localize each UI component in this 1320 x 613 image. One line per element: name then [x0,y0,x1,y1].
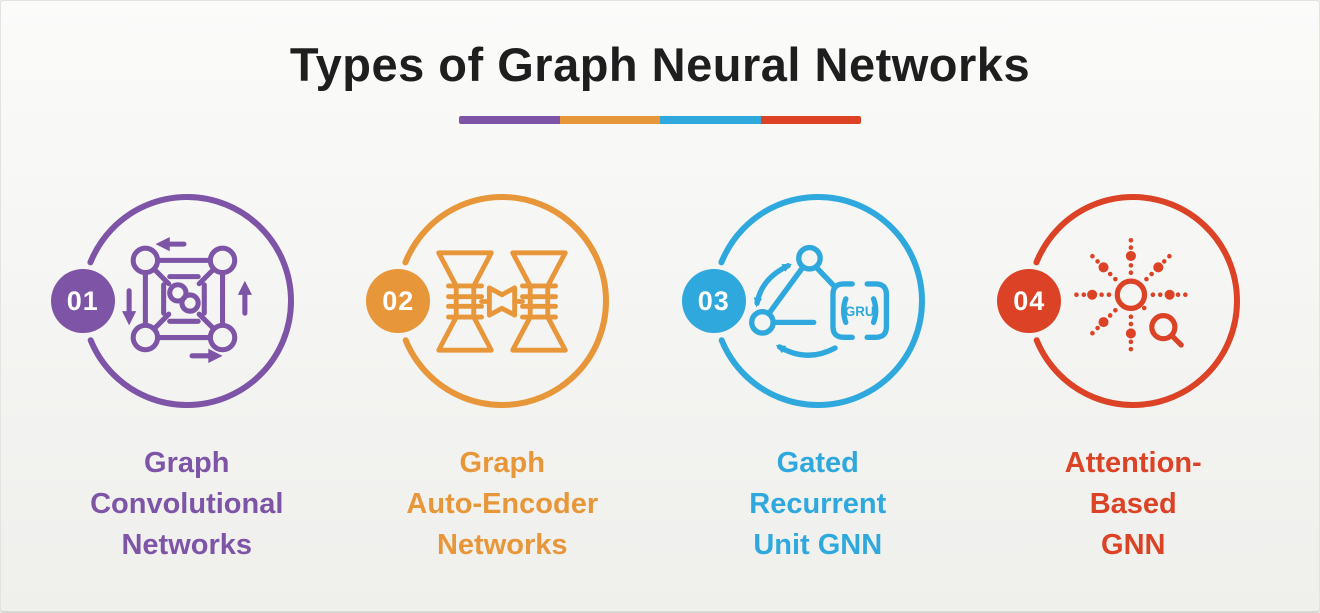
card-number: 02 [382,285,415,316]
card-label-line: Graph [144,447,230,480]
card-label: Gated Recurrent Unit GNN [749,443,886,565]
card-label-line: Attention- [1064,447,1202,480]
magnifier-glyph [1149,313,1185,348]
card-label: Graph Convolutional Networks [90,443,283,565]
card-label-line: Unit GNN [753,528,883,561]
gnn-types-row: 01 Graph Convolutional Networks [1,191,1319,565]
card-figure: 01 [50,191,297,411]
card-label-line: Graph [459,447,545,480]
card-graph-convolutional-networks: 01 Graph Convolutional Networks [29,191,345,565]
title-underline [459,116,861,125]
ring-circle [710,194,925,409]
card-label-line: GNN [1101,528,1166,561]
card-label-line: Gated [776,447,859,480]
ring-circle [395,194,610,409]
card-figure: 04 [997,191,1243,411]
card-label: Graph Auto-Encoder Networks [406,443,598,565]
card-figure: 02 [366,191,612,411]
ring-circle [79,194,294,409]
divider-segment-purple [459,116,560,125]
graph-auto-encoder-icon [436,250,568,353]
card-label-line: Convolutional [90,487,284,520]
ring-circle [1026,194,1241,409]
card-label-line: Networks [436,528,568,561]
graph-convolutional-network-icon [121,237,252,364]
divider-segment-blue [660,116,761,125]
number-badge: 02 [366,269,431,334]
card-label-line: Auto-Encoder [406,487,599,520]
card-label: Attention- Based GNN [1065,443,1202,565]
gru-box-text: GRU [845,304,875,319]
card-attention-based-gnn: 04 Attention- Based GNN [976,191,1292,565]
card-label-line: Networks [121,528,253,561]
card-number: 03 [697,285,730,316]
card-figure: GRU 03 [681,191,928,411]
card-graph-auto-encoder-networks: 02 Graph Auto-Encoder Networks [345,191,661,565]
number-badge: 04 [997,269,1062,334]
divider-segment-orange [559,116,660,125]
card-label-line: Recurrent [749,487,887,520]
card-label-line: Based [1089,487,1177,520]
card-number: 01 [66,285,99,316]
number-badge: 01 [50,269,115,334]
card-number: 04 [1013,285,1046,316]
number-badge: 03 [681,269,746,334]
gated-recurrent-unit-icon: GRU [748,245,889,359]
attention-magnifier-icon [1074,238,1188,352]
page-title: Types of Graph Neural Networks [289,38,1031,91]
divider-segment-red [760,116,861,125]
card-gated-recurrent-unit-gnn: GRU 03 Gated Recurrent Unit GNN [660,191,976,565]
